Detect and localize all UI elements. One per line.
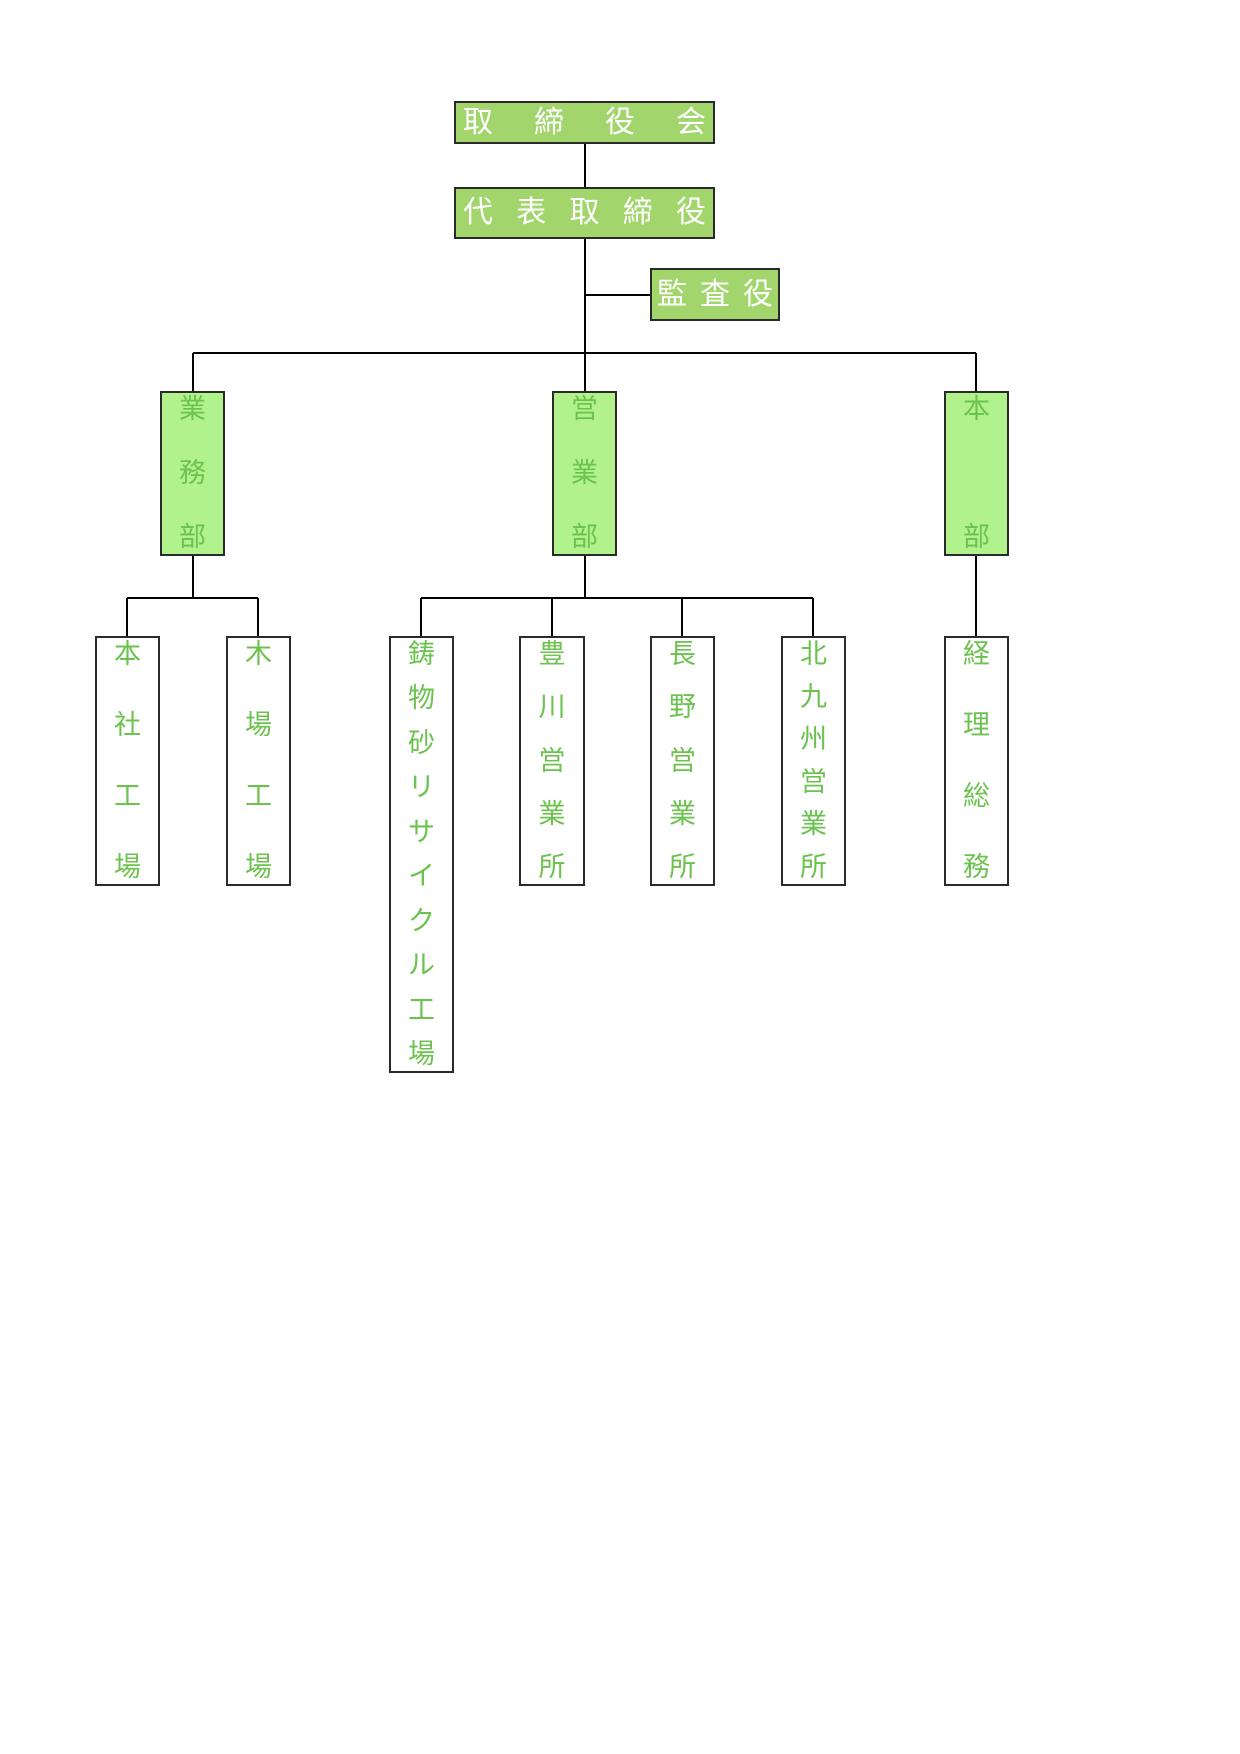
label-char: 場 bbox=[114, 852, 141, 883]
label-char: 州 bbox=[800, 724, 827, 756]
node-head-office-plant: 本社工場 bbox=[95, 636, 160, 886]
node-auditor: 監査役 bbox=[650, 268, 780, 321]
label-char: 監 bbox=[657, 276, 687, 312]
label-char: 業 bbox=[571, 458, 598, 489]
label-char: 部 bbox=[179, 522, 206, 553]
label-char: 九 bbox=[800, 681, 827, 713]
label-char: 営 bbox=[538, 745, 566, 777]
label-char: 締 bbox=[622, 195, 653, 230]
label-char: 理 bbox=[963, 710, 990, 741]
label-char: 所 bbox=[669, 852, 696, 883]
label-char: 豊 bbox=[538, 639, 566, 670]
label-char: ク bbox=[408, 905, 435, 937]
label-char: 締 bbox=[534, 104, 564, 140]
node-kitakyushu-sales-office: 北九州営業所 bbox=[781, 636, 846, 886]
node-foundry-sand-recycling-plant: 鋳物砂リサイクル工場 bbox=[389, 636, 454, 1073]
label-char: 社 bbox=[114, 710, 141, 741]
label-char: 工 bbox=[408, 994, 435, 1026]
label-char: 砂 bbox=[408, 727, 435, 759]
label-char: 取 bbox=[569, 195, 600, 230]
label-char: 業 bbox=[538, 798, 566, 830]
label-char: 場 bbox=[245, 852, 272, 883]
label-char: 川 bbox=[538, 692, 566, 724]
label-char: 工 bbox=[245, 781, 272, 812]
node-toyokawa-sales-office: 豊川営業所 bbox=[519, 636, 585, 886]
node-accounting-general-affairs: 経理総務 bbox=[944, 636, 1009, 886]
label-char: 北 bbox=[800, 639, 827, 670]
label-char: 業 bbox=[800, 809, 827, 841]
label-char: 役 bbox=[605, 104, 635, 140]
label-char: 取 bbox=[463, 104, 493, 140]
label-char: 場 bbox=[245, 710, 272, 741]
label-char: 場 bbox=[408, 1038, 435, 1070]
label-char: 営 bbox=[800, 766, 827, 798]
label-char: 部 bbox=[963, 522, 990, 553]
label-char: 代 bbox=[463, 195, 493, 230]
node-representative-director: 代表取締役 bbox=[454, 187, 715, 239]
label-char: 総 bbox=[963, 781, 990, 812]
label-char: 所 bbox=[538, 852, 566, 883]
label-char: 表 bbox=[516, 195, 547, 230]
label-char: 物 bbox=[408, 683, 435, 715]
label-char: 務 bbox=[179, 458, 206, 489]
label-char: 査 bbox=[700, 276, 730, 312]
label-char: 務 bbox=[963, 852, 990, 883]
label-char: 本 bbox=[114, 639, 141, 670]
label-char: 役 bbox=[743, 276, 773, 312]
label-char: 鋳 bbox=[408, 639, 435, 670]
node-kiba-plant: 木場工場 bbox=[226, 636, 291, 886]
label-char: 本 bbox=[963, 394, 990, 425]
label-char: 営 bbox=[669, 745, 696, 777]
label-char: リ bbox=[408, 772, 435, 804]
label-char: 営 bbox=[571, 394, 598, 425]
label-char: イ bbox=[408, 861, 435, 893]
node-headquarters: 本部 bbox=[944, 391, 1009, 556]
label-char: 工 bbox=[114, 781, 141, 812]
label-char: 業 bbox=[669, 798, 696, 830]
label-char: 長 bbox=[669, 639, 696, 670]
label-char: 所 bbox=[800, 851, 827, 883]
label-char: 役 bbox=[676, 195, 706, 230]
node-board-of-directors: 取締役会 bbox=[454, 101, 715, 144]
label-char: ル bbox=[408, 950, 435, 982]
label-char: サ bbox=[408, 816, 435, 848]
label-char: 野 bbox=[669, 692, 696, 724]
label-char: 業 bbox=[179, 394, 206, 425]
label-char: 会 bbox=[676, 104, 706, 140]
label-char: 木 bbox=[245, 639, 272, 670]
node-sales-department: 営業部 bbox=[552, 391, 617, 556]
label-char: 部 bbox=[571, 522, 598, 553]
node-nagano-sales-office: 長野営業所 bbox=[650, 636, 715, 886]
node-operations-department: 業務部 bbox=[160, 391, 225, 556]
label-char: 経 bbox=[963, 639, 990, 670]
